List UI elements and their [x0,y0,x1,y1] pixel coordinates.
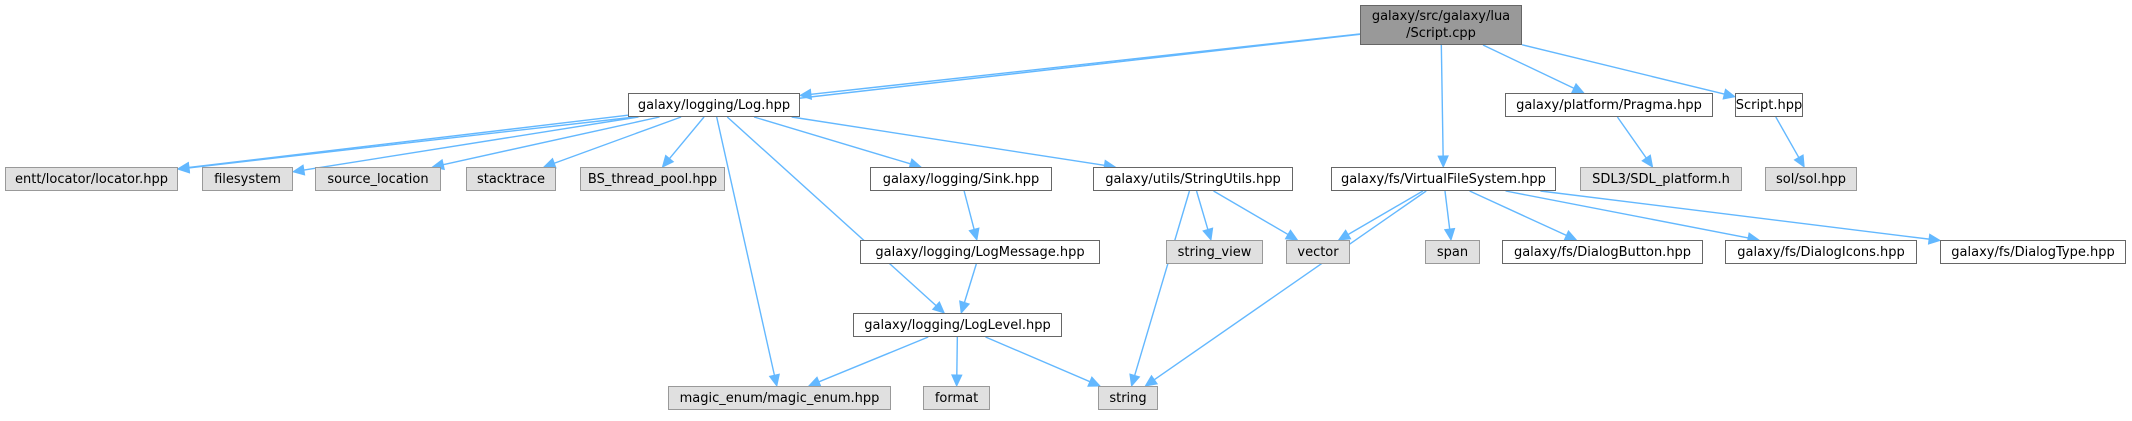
edge-log-to-bs_thread_pool [668,116,705,159]
arrowhead-icon [1443,227,1456,242]
node-dialogtype-hpp[interactable]: galaxy/fs/DialogType.hpp [1940,240,2126,264]
edge-stringutils-to-string [1134,190,1191,376]
arrowhead-icon [1570,82,1585,94]
edge-loglevel-to-magic_enum [818,336,929,383]
node-string[interactable]: string [1098,386,1158,410]
arrowhead-icon [1641,154,1654,168]
arrowhead-icon [1337,229,1352,241]
node-script-cpp[interactable]: galaxy/src/galaxy/lua /Script.cpp [1360,5,1522,45]
edge-sink-to-logmessage [963,190,975,230]
arrowhead-icon [1087,376,1102,387]
arrowhead-icon [661,154,675,168]
edge-root-to-vfs [1440,44,1444,157]
edge-log-to-stacktrace [554,116,682,164]
node-stacktrace[interactable]: stacktrace [466,167,556,191]
node-string-view[interactable]: string_view [1166,240,1263,264]
edge-vfs-to-string [1153,190,1427,381]
node-sol-hpp[interactable]: sol/sol.hpp [1765,167,1857,191]
arrowhead-icon [1284,229,1299,241]
edge-stringutils-to-vector [1213,190,1289,236]
arrowhead-icon [1437,155,1449,169]
node-vector[interactable]: vector [1286,240,1350,264]
edge-loglevel-to-format [956,336,959,376]
arrowhead-icon [931,301,946,314]
edge-vfs-to-dialogicons [1505,190,1749,239]
node-stringutils-hpp[interactable]: galaxy/utils/StringUtils.hpp [1093,167,1293,191]
edge-vfs-to-span [1444,190,1451,230]
edge-log-to-loglevel [726,116,937,307]
edge-vfs-to-dialogtype [1540,190,1930,240]
arrowhead-icon [1793,154,1805,169]
node-script-hpp[interactable]: Script.hpp [1735,93,1803,117]
arrowhead-icon [959,300,971,315]
arrowhead-icon [768,373,780,388]
edge-root-to-script_hpp [1521,44,1725,95]
node-dialogicons-hpp[interactable]: galaxy/fs/DialogIcons.hpp [1725,240,1917,264]
node-entt-locator[interactable]: entt/locator/locator.hpp [5,167,178,191]
arrowhead-icon [1144,374,1159,387]
edge-log-to-sink [753,116,911,165]
node-loglevel-hpp[interactable]: galaxy/logging/LogLevel.hpp [853,313,1062,337]
node-magic-enum[interactable]: magic_enum/magic_enum.hpp [668,386,891,410]
edge-log-to-source_location [443,116,660,166]
edge-log-to-filesystem [303,116,639,171]
edge-logmessage-to-loglevel [963,263,977,303]
edge-root-to-log [810,33,1361,96]
edge-stringutils-to-string_view [1195,190,1209,230]
node-log-hpp[interactable]: galaxy/logging/Log.hpp [628,93,800,117]
node-dialogbutton-hpp[interactable]: galaxy/fs/DialogButton.hpp [1502,240,1703,264]
edge-log-to-stringutils [791,116,1105,167]
edge-loglevel-to-string [985,336,1091,383]
edge-vfs-to-vector [1347,190,1424,236]
arrowhead-icon [1927,233,1942,245]
edge-root-to-pragma [1482,44,1575,89]
edge-vfs-to-dialogbutton [1469,190,1567,237]
arrowhead-icon [176,161,191,174]
edge-log-to-locator [188,114,629,169]
edge-pragma-to-sdl_platform [1616,116,1647,159]
node-pragma-hpp[interactable]: galaxy/platform/Pragma.hpp [1505,93,1713,117]
node-sdl-platform[interactable]: SDL3/SDL_platform.h [1580,167,1742,191]
node-format[interactable]: format [923,386,990,410]
node-span[interactable]: span [1425,240,1480,264]
arrowhead-icon [968,227,980,242]
node-virtualfilesystem-hpp[interactable]: galaxy/fs/VirtualFileSystem.hpp [1331,167,1556,191]
arrowhead-icon [798,88,813,101]
node-sink-hpp[interactable]: galaxy/logging/Sink.hpp [870,167,1052,191]
node-bs-thread-pool[interactable]: BS_thread_pool.hpp [580,167,725,191]
arrowhead-icon [1202,227,1214,242]
arrowhead-icon [1129,373,1141,388]
arrowhead-icon [951,374,963,388]
edge-script_hpp-to-sol [1775,116,1800,158]
edge-log-to-magic_enum [715,116,776,376]
arrowhead-icon [291,164,306,176]
arrowhead-icon [1563,229,1578,241]
node-source-location[interactable]: source_location [315,167,441,191]
node-filesystem[interactable]: filesystem [202,167,293,191]
node-logmessage-hpp[interactable]: galaxy/logging/LogMessage.hpp [860,240,1100,264]
arrowhead-icon [1722,88,1737,100]
